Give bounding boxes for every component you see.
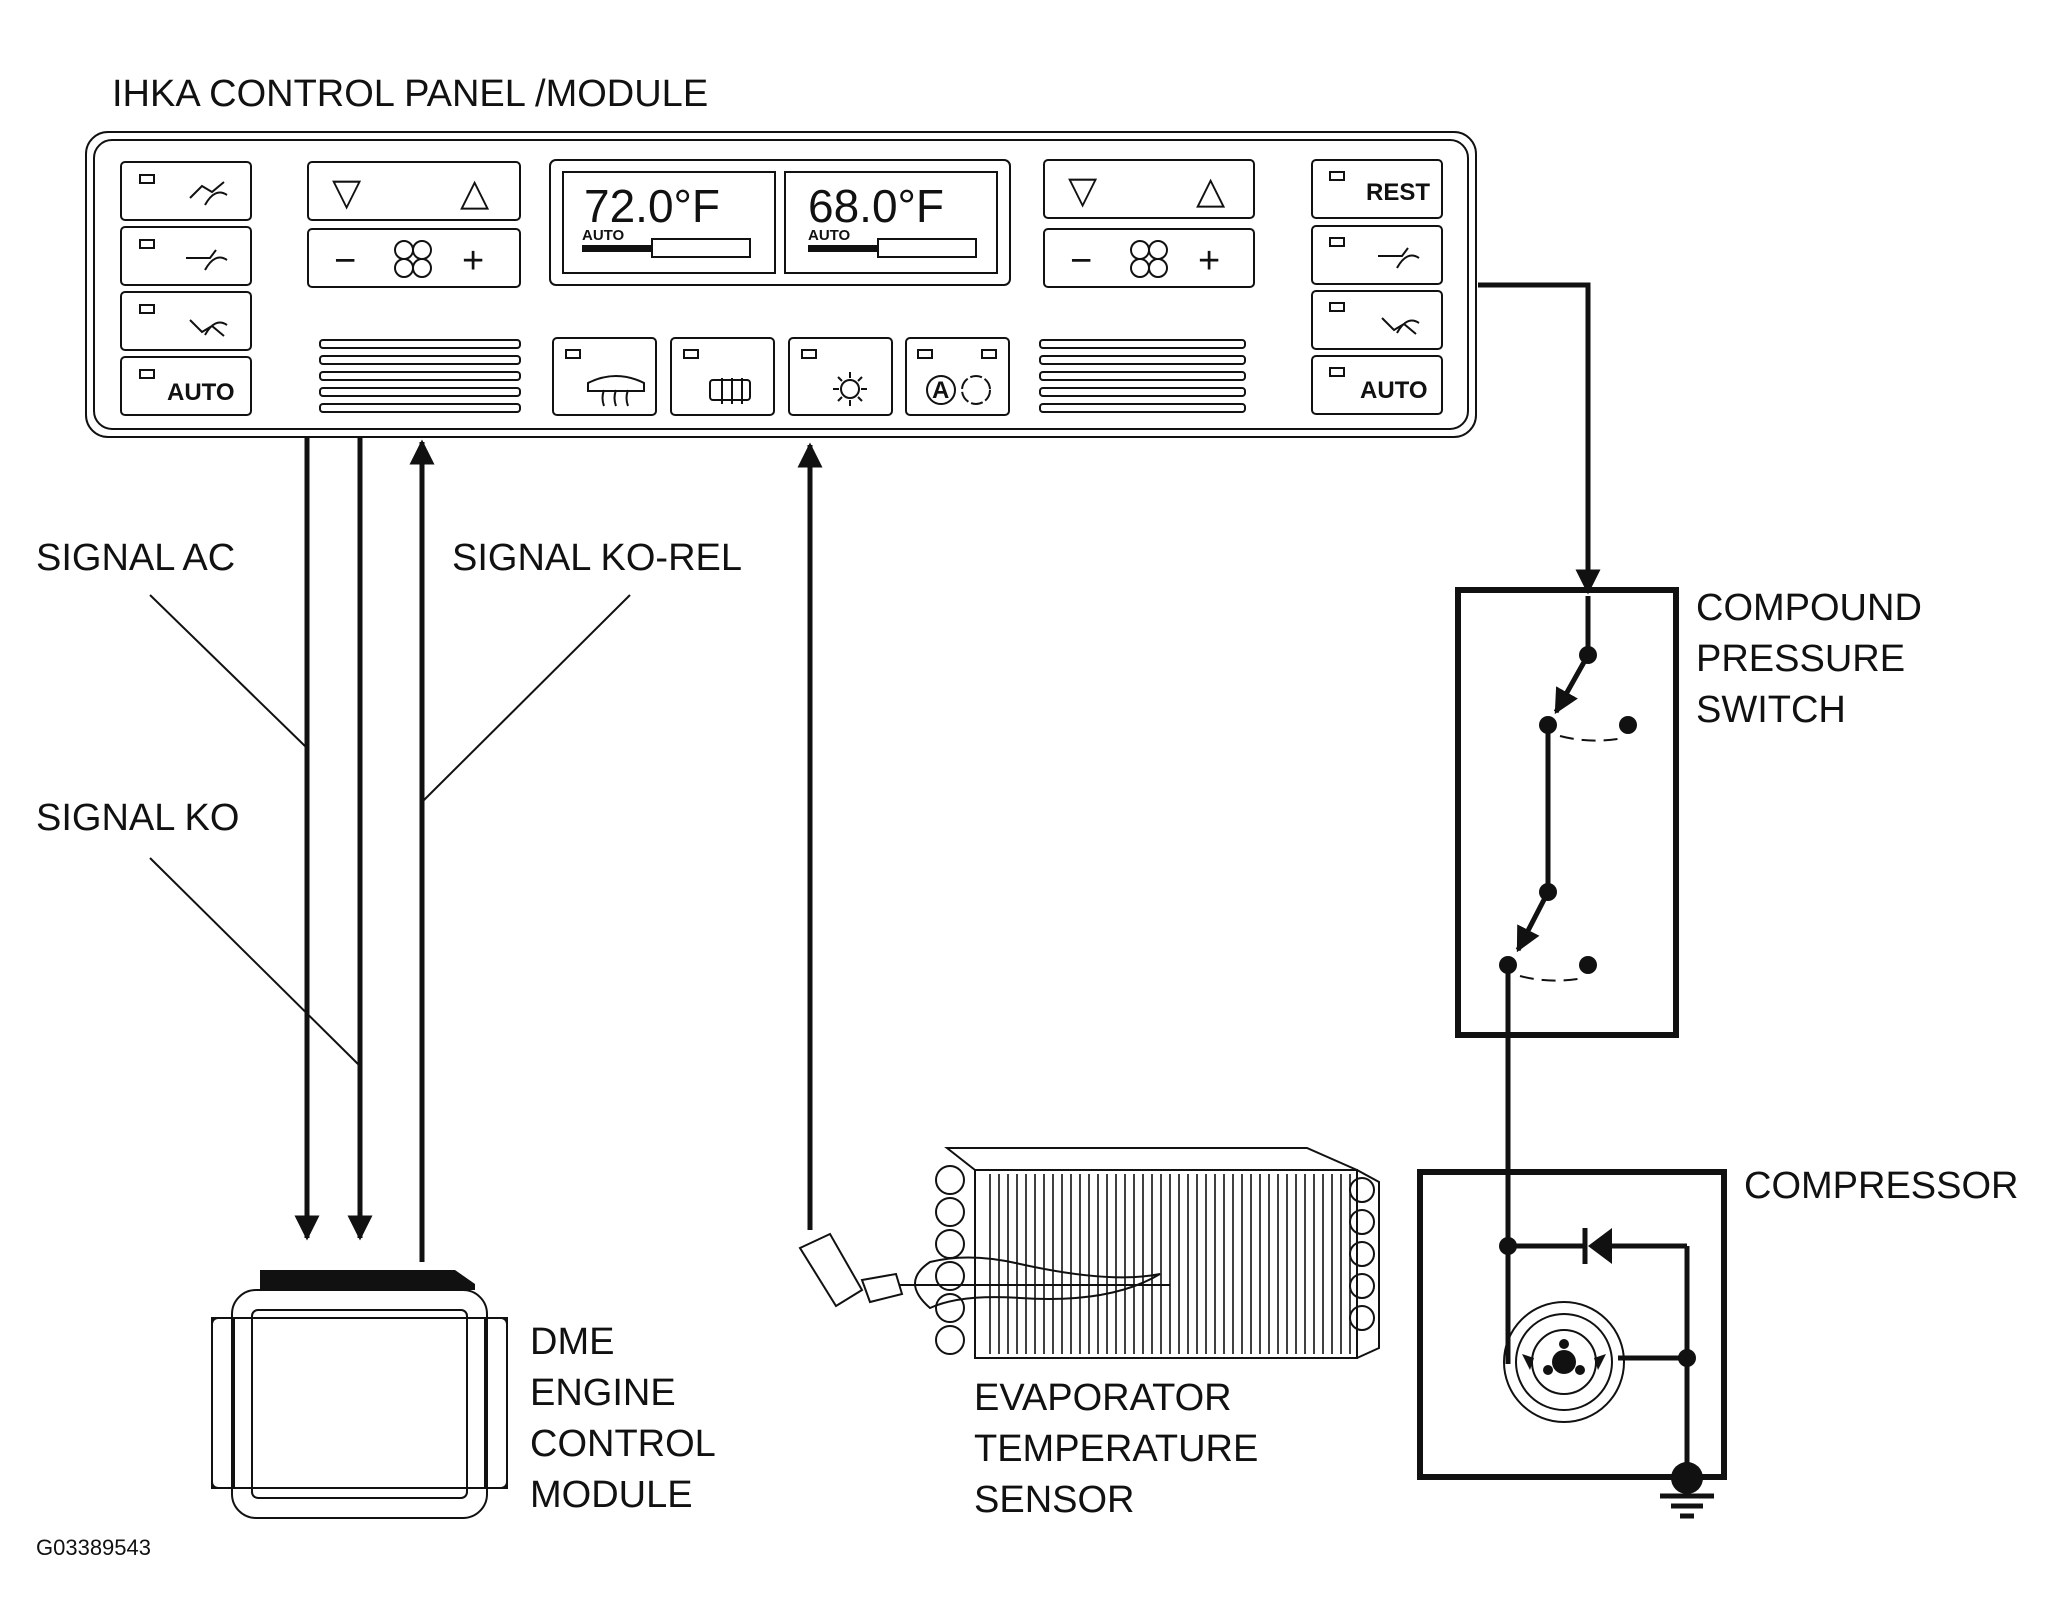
right-fan-minus-icon: − — [1070, 240, 1092, 282]
right-air-center-button[interactable] — [1311, 225, 1443, 285]
air-up-icon — [189, 181, 228, 206]
compound-pressure-switch — [1455, 587, 1679, 1172]
climate-display: 72.0°F 68.0°F AUTO AUTO — [549, 159, 1011, 286]
left-temp-down-icon: ▽ — [332, 172, 362, 214]
dme-label-line-1: DME — [530, 1321, 614, 1363]
left-auto-indicator: AUTO — [582, 227, 625, 244]
label-signal-ac: SIGNAL AC — [36, 537, 235, 579]
right-fan-icon — [1130, 240, 1168, 278]
rear-window-defrost-icon — [709, 378, 751, 404]
evaporator-temperature-sensor — [798, 1232, 1170, 1310]
air-center-icon — [186, 249, 228, 271]
right-temp-down-icon: ▽ — [1068, 170, 1098, 212]
ac-button[interactable]: A — [905, 337, 1010, 416]
switch-label-line-2: PRESSURE — [1696, 638, 1905, 680]
right-vent-grille — [1039, 339, 1246, 413]
recirculation-button[interactable] — [788, 337, 893, 416]
switch-label-line-3: SWITCH — [1696, 689, 1846, 731]
right-air-center-icon — [1378, 247, 1420, 269]
ac-icon: A — [926, 375, 991, 405]
panel-title: IHKA CONTROL PANEL /MODULE — [112, 73, 708, 115]
right-air-down-icon — [1381, 317, 1420, 335]
dme-engine-control-module — [211, 1270, 508, 1519]
figure-code: G03389543 — [36, 1535, 151, 1560]
right-auto-indicator: AUTO — [808, 227, 851, 244]
evaporator-core — [935, 1147, 1380, 1359]
right-button-column: REST AUTO — [1311, 159, 1443, 415]
rest-button-label: REST — [1366, 179, 1430, 206]
sun-sensor-icon — [833, 372, 867, 406]
right-temp-up-icon: △ — [1196, 170, 1226, 212]
compressor-label: COMPRESSOR — [1744, 1165, 2018, 1207]
left-fan-plus-icon: + — [462, 240, 484, 282]
right-air-down-button[interactable] — [1311, 290, 1443, 350]
label-signal-ko: SIGNAL KO — [36, 797, 239, 839]
svg-text:A: A — [932, 377, 949, 404]
auto-button-left-label: AUTO — [167, 379, 235, 406]
leader-signal-ac — [149, 594, 308, 749]
auto-button-right[interactable]: AUTO — [1311, 355, 1443, 415]
diode-icon — [1582, 1228, 1612, 1264]
evaporator-label-line-2: TEMPERATURE — [974, 1428, 1258, 1470]
right-temp-adjust-button[interactable]: ▽ △ — [1043, 159, 1255, 219]
signal-wires — [294, 437, 435, 1262]
left-temp-up-icon: △ — [460, 172, 490, 214]
left-temp-adjust-button[interactable]: ▽ △ — [307, 161, 521, 221]
evaporator-coil-left — [935, 1165, 965, 1355]
dme-label-line-2: ENGINE — [530, 1372, 676, 1414]
ground-icon — [1660, 1462, 1714, 1519]
right-fan-speed-button[interactable]: − + — [1043, 228, 1255, 288]
rear-defrost-button[interactable] — [670, 337, 775, 416]
evaporator-label-line-1: EVAPORATOR — [974, 1377, 1232, 1419]
air-distribution-center-button[interactable] — [120, 226, 252, 286]
left-fan-bar — [582, 238, 751, 258]
ihka-control-panel: AUTO ▽ △ − + — [85, 131, 1477, 438]
right-temperature: 68.0°F — [808, 180, 944, 232]
left-fan-speed-button[interactable]: − + — [307, 228, 521, 288]
dme-label: DME ENGINE CONTROL MODULE — [530, 1321, 716, 1516]
auto-button-left[interactable]: AUTO — [120, 356, 252, 416]
evaporator-fins — [989, 1174, 1351, 1354]
rest-button[interactable]: REST — [1311, 159, 1443, 219]
air-down-icon — [189, 319, 228, 337]
air-distribution-down-button[interactable] — [120, 291, 252, 351]
label-signal-ko-rel: SIGNAL KO-REL — [452, 537, 742, 579]
right-fan-plus-icon: + — [1198, 240, 1220, 282]
left-fan-icon — [394, 240, 432, 278]
compressor — [1417, 1169, 1727, 1519]
evaporator-label: EVAPORATOR TEMPERATURE SENSOR — [974, 1377, 1258, 1521]
left-button-column: AUTO — [120, 161, 252, 416]
evaporator-label-line-3: SENSOR — [974, 1479, 1134, 1521]
left-vent-grille — [319, 339, 521, 413]
leader-signal-ko-rel — [421, 594, 631, 803]
right-fan-bar — [808, 238, 977, 258]
dme-label-line-3: CONTROL — [530, 1423, 716, 1465]
auto-button-right-label: AUTO — [1360, 377, 1428, 404]
switch-label-line-1: COMPOUND — [1696, 587, 1922, 629]
compound-pressure-switch-label: COMPOUND PRESSURE SWITCH — [1696, 587, 1922, 731]
defrost-button[interactable] — [552, 337, 657, 416]
left-temperature: 72.0°F — [584, 180, 720, 232]
dme-label-line-4: MODULE — [530, 1474, 693, 1516]
evaporator-coil-right — [1349, 1177, 1375, 1331]
wire-panel-to-switch — [1478, 282, 1601, 595]
leader-signal-ko — [149, 857, 361, 1067]
air-distribution-up-button[interactable] — [120, 161, 252, 221]
left-fan-minus-icon: − — [334, 240, 356, 282]
compressor-clutch-icon — [1503, 1301, 1625, 1423]
windshield-defrost-icon — [587, 375, 645, 407]
